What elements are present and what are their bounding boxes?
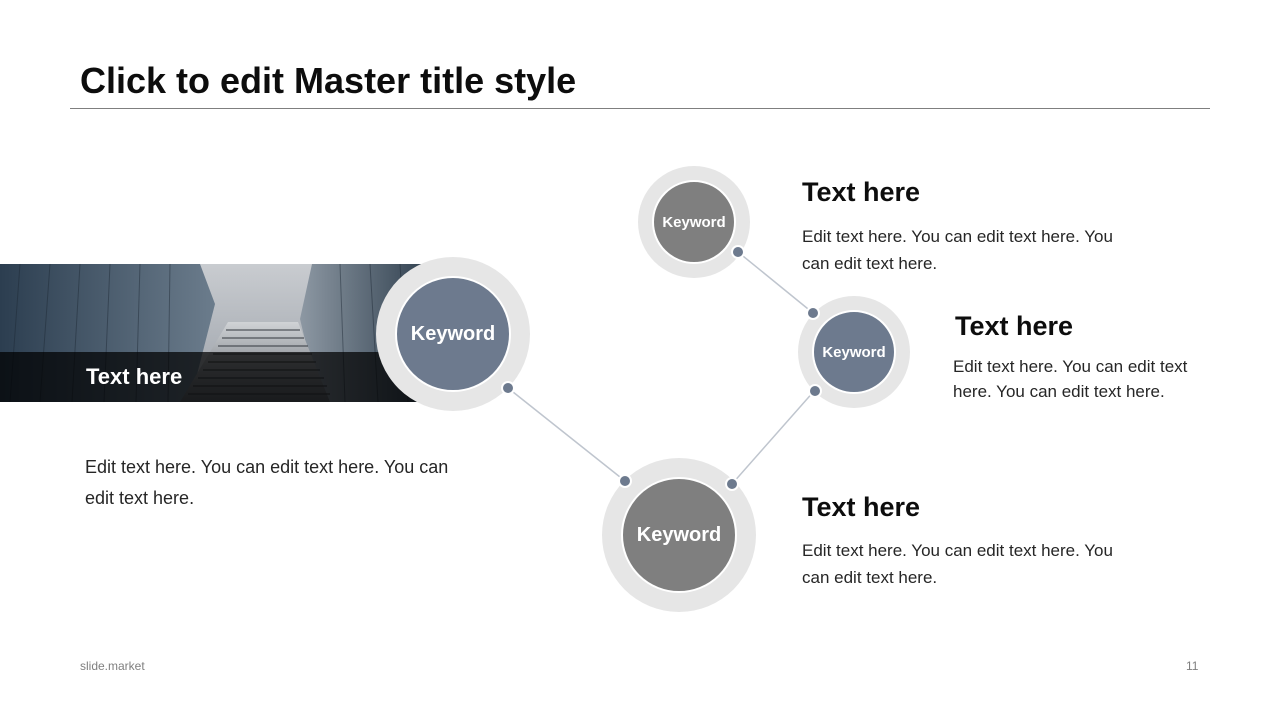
connector-dot: [725, 477, 739, 491]
building-photo: [0, 264, 430, 402]
title-divider: [70, 108, 1210, 109]
middle-block-body: Edit text here. You can edit text here. …: [953, 357, 1188, 401]
banner-title: Text here: [86, 364, 183, 389]
middle-keyword-label: Keyword: [822, 343, 886, 361]
bottom-keyword-node: Keyword: [621, 477, 737, 593]
connector-main-to-bottom: [507, 387, 626, 482]
top-keyword-label: Keyword: [662, 213, 726, 231]
top-block-body: Edit text here. You can edit text here. …: [802, 227, 1113, 273]
connector-dot: [806, 306, 820, 320]
top-block-heading: Text here: [802, 177, 921, 207]
bottom-block-heading: Text here: [802, 492, 921, 522]
footer-brand: slide.market: [80, 659, 145, 673]
banner-caption-strip: [0, 352, 430, 402]
bottom-keyword-label: Keyword: [636, 523, 722, 546]
main-keyword-node: Keyword: [395, 276, 511, 392]
connector-bottom-to-middle: [731, 389, 816, 485]
banner-body-text: Edit text here. You can edit text here. …: [85, 457, 449, 508]
connector-dot: [501, 381, 515, 395]
connector-dot: [731, 245, 745, 259]
connector-dot: [808, 384, 822, 398]
bottom-block-body: Edit text here. You can edit text here. …: [802, 541, 1113, 587]
connector-dot: [618, 474, 632, 488]
main-keyword-label: Keyword: [410, 322, 496, 345]
top-keyword-node: Keyword: [652, 180, 736, 264]
page-number: 11: [1186, 659, 1199, 673]
middle-block-heading: Text here: [955, 311, 1074, 341]
middle-keyword-node: Keyword: [812, 310, 896, 394]
slide-title: Click to edit Master title style: [80, 60, 577, 101]
